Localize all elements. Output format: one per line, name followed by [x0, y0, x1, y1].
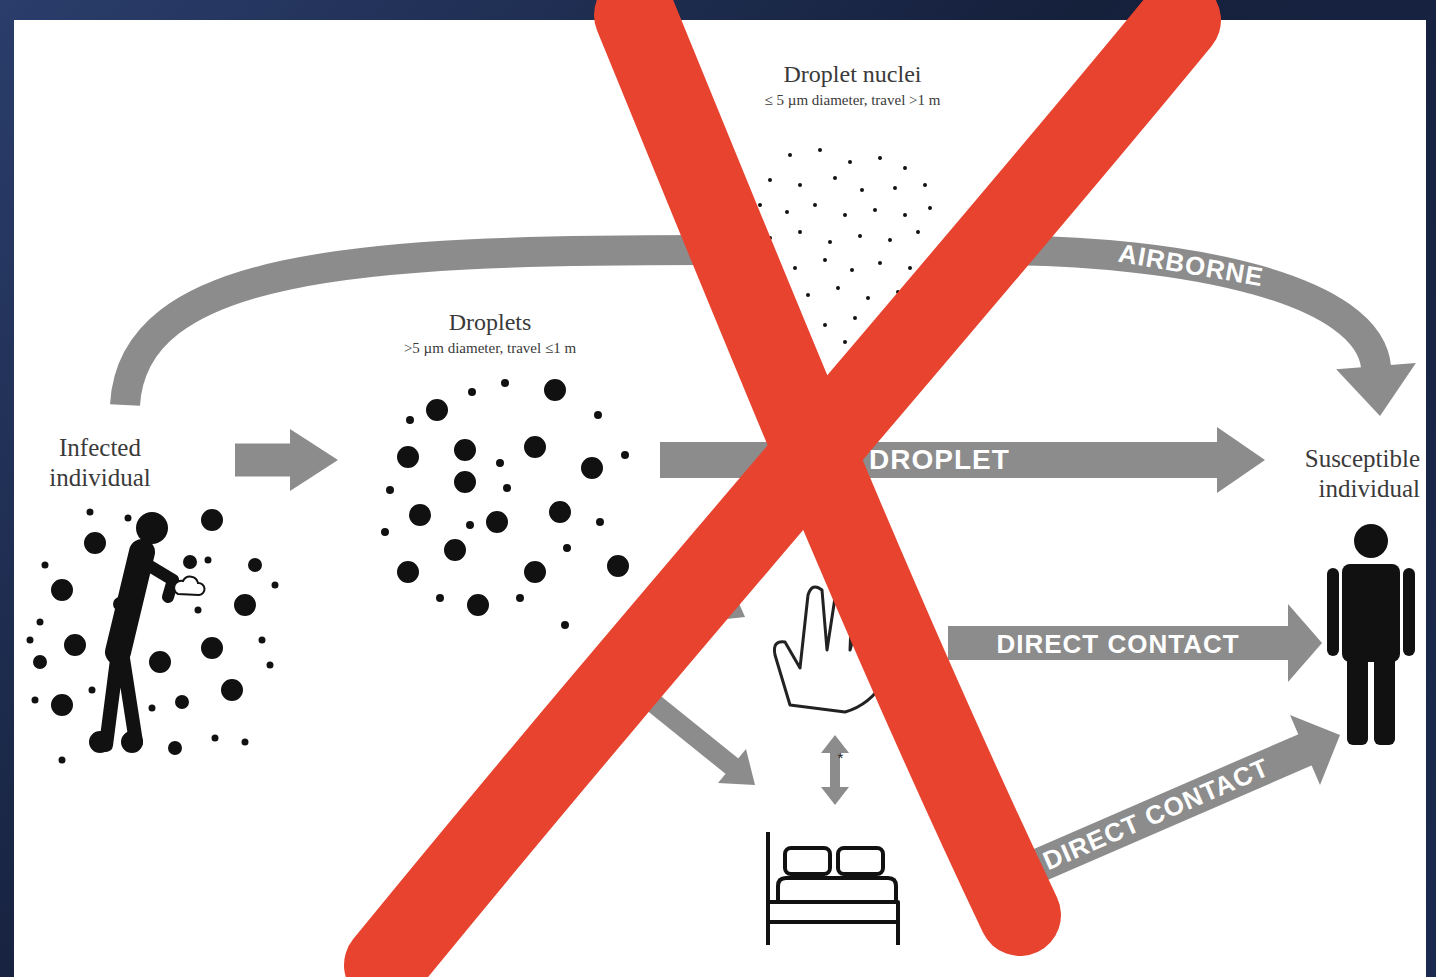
footnote-mark: * — [838, 750, 845, 765]
droplet-dots — [30, 512, 275, 760]
person-head — [1354, 524, 1388, 558]
node-title: Droplets — [340, 308, 640, 336]
person-body — [118, 552, 142, 652]
arrowhead — [290, 429, 338, 491]
person-arm — [1327, 568, 1339, 656]
grey-arrowhead — [821, 735, 849, 753]
stage-group: Infected individual — [25, 405, 230, 760]
grey-arrowhead — [708, 583, 745, 621]
transmission-arrow — [235, 429, 338, 491]
arrow-band — [235, 444, 292, 477]
bed-symbol — [768, 832, 898, 945]
white-panel — [14, 20, 1426, 977]
stage-group: Susceptible individual — [1265, 420, 1420, 750]
cough-cloud — [174, 577, 204, 595]
node-title: Infected individual — [25, 433, 175, 492]
node-detail: >5 µm diameter, travel ≤1 m — [340, 340, 640, 358]
transmission-arrow — [987, 250, 1416, 416]
stage-group: Droplet nuclei ≤ 5 µm diameter, travel >1… — [710, 60, 995, 350]
contact-arrow-band — [948, 626, 1290, 660]
cross-stroke — [385, 20, 1180, 965]
bed-pillow — [785, 848, 830, 874]
droplet-dots — [408, 390, 618, 605]
transmission-arrow — [660, 427, 1265, 493]
node-detail: ≤ 5 µm diameter, travel >1 m — [710, 92, 995, 110]
grey-arrowhead — [821, 787, 849, 805]
edge-label: DROPLET — [869, 446, 1010, 474]
person-leg — [1374, 650, 1395, 745]
person-arm — [143, 562, 173, 597]
droplet-dots — [385, 383, 625, 625]
transmission-arrow — [125, 250, 702, 405]
double-arrow-shaft — [830, 752, 840, 788]
arrow-band — [125, 250, 702, 405]
person-arm — [1403, 568, 1415, 656]
arrow-band — [987, 250, 1376, 368]
arrow-band — [660, 442, 1219, 478]
node-title: Droplet nuclei — [710, 60, 995, 88]
arrowhead — [1336, 363, 1416, 416]
arrowhead — [1217, 427, 1265, 493]
person-leg — [1347, 650, 1368, 745]
band-label: DIRECT CONTACT — [996, 631, 1239, 657]
droplet-dots — [40, 562, 255, 748]
band-label: DIRECT CONTACT — [1039, 754, 1272, 874]
grey-arrow-shaft — [625, 680, 733, 767]
cross-stroke — [635, 15, 1020, 915]
bed-pillow — [838, 848, 883, 874]
droplet-dots — [62, 520, 245, 742]
grey-arrow-shaft — [676, 577, 721, 603]
nuclei-dots — [760, 150, 935, 345]
hand-symbol — [774, 572, 907, 712]
stage-group: Droplets >5 µm diameter, travel ≤1 m — [340, 308, 640, 618]
person-body — [1342, 564, 1400, 662]
contact-arrowhead — [1290, 715, 1340, 785]
person-legs — [106, 652, 136, 745]
person-head — [136, 512, 168, 544]
edge-label: AIRBORNE — [1117, 240, 1266, 290]
grey-arrowhead — [718, 749, 755, 785]
node-title: Susceptible individual — [1265, 444, 1420, 503]
contact-arrow-band — [1005, 749, 1307, 880]
contact-arrowhead — [1288, 604, 1322, 682]
